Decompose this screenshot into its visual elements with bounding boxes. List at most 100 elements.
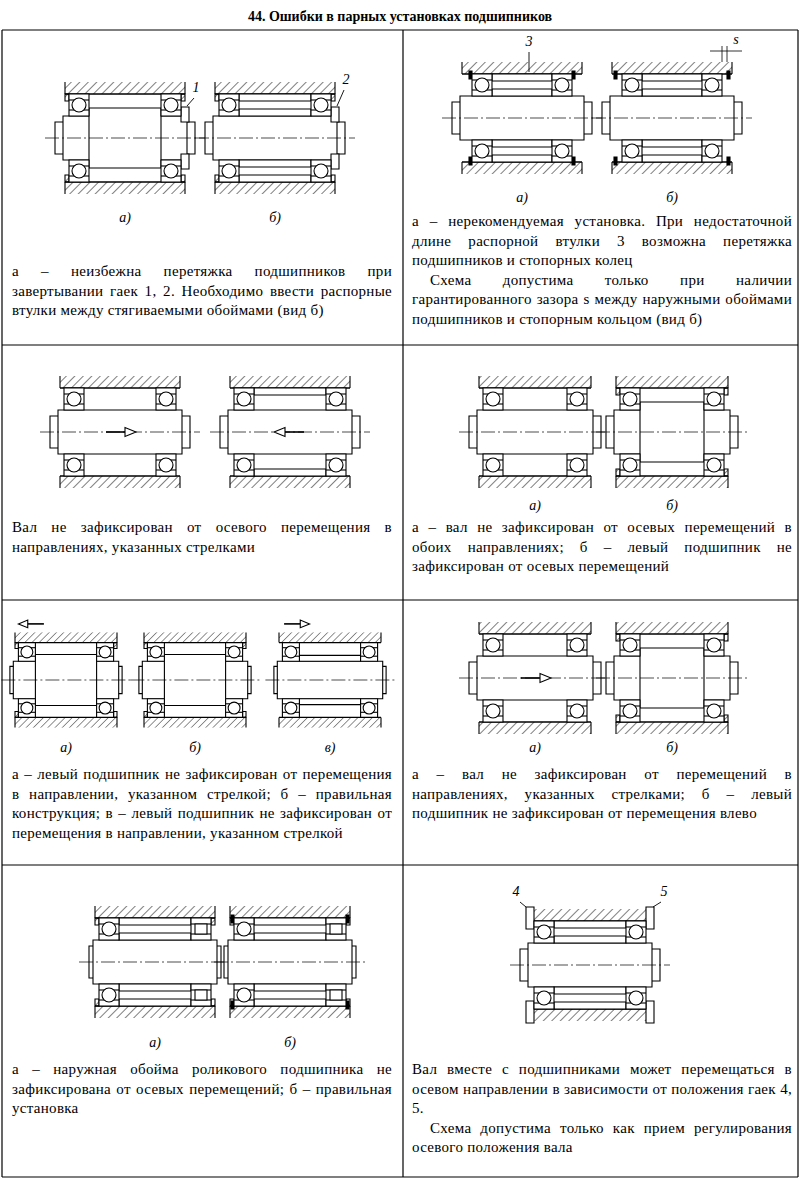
bearing-ring: [534, 921, 554, 943]
ball: [629, 991, 643, 1005]
bearing-ring: [147, 699, 164, 718]
callout-label: б): [187, 740, 203, 756]
inner-spacer-sleeve: [642, 140, 702, 147]
label-wrap: б): [282, 1035, 298, 1051]
ball: [237, 922, 251, 936]
housing-hatch: [65, 82, 185, 94]
arrow-head: [125, 428, 136, 437]
housing-hatch: [95, 1006, 215, 1018]
housing-hatch: [230, 906, 350, 918]
housing-end: [727, 376, 728, 388]
bearing-ring: [622, 74, 642, 96]
outer-spacer-sleeve: [642, 74, 702, 81]
ball: [102, 988, 116, 1002]
label-wrap: а – неизбежна перетяжка подшипников при …: [12, 262, 392, 321]
callout-label: в): [323, 740, 338, 756]
housing-hatch: [462, 162, 582, 174]
housing-end: [590, 476, 591, 488]
inner-spacer-sleeve: [642, 89, 702, 96]
label-wrap: 3: [524, 34, 535, 50]
housing-end: [278, 632, 279, 642]
centerline: [130, 680, 259, 681]
bearing-ring: [226, 699, 243, 718]
ball: [67, 458, 81, 472]
ball: [555, 78, 569, 92]
bearing-ring: [219, 94, 239, 116]
inner-spacer-sleeve: [492, 89, 552, 96]
ball: [159, 392, 173, 406]
outer-spacer-sleeve: [554, 1002, 626, 1009]
ball: [486, 392, 500, 406]
housing-nut: [646, 1001, 654, 1023]
housing-hatch: [60, 476, 180, 488]
housing-hatch: [60, 376, 180, 388]
arrow-shaft: [521, 677, 541, 679]
label-wrap: а – левый подшипник не зафиксирован от п…: [12, 765, 392, 843]
housing-hatch: [479, 476, 591, 488]
housing-hatch: [215, 182, 335, 194]
leader-line: [520, 902, 526, 907]
housing-hatch: [15, 632, 117, 642]
housing-hatch: [612, 62, 732, 74]
centerline: [596, 432, 748, 433]
table-rule: [2, 1176, 798, 1177]
housing-hatch: [230, 1006, 350, 1018]
housing-hatch: [95, 906, 215, 918]
housing-hatch: [462, 62, 582, 74]
dimension-extension: [722, 46, 723, 62]
housing-end: [143, 632, 144, 642]
caption-text: а – нерекомендуемая установка. При недос…: [412, 212, 792, 271]
label-wrap: Схема допустима только при наличии гаран…: [412, 271, 792, 330]
housing-end: [229, 376, 230, 388]
ball: [363, 702, 375, 714]
housing-end: [615, 476, 616, 488]
housing-end: [380, 632, 381, 642]
callout-label: а): [147, 1035, 163, 1051]
housing-shoulder: [181, 175, 185, 182]
retaining-ring: [614, 157, 617, 165]
ball: [475, 78, 489, 92]
table-rule: [1, 30, 2, 1177]
bearing-ring: [361, 699, 378, 718]
inner-spacer-sleeve: [554, 936, 626, 943]
label-wrap: б): [187, 740, 203, 756]
label-wrap: б): [664, 740, 680, 756]
housing-nut: [526, 1001, 534, 1023]
housing-end: [245, 717, 246, 727]
ball: [537, 925, 551, 939]
bearing-assembly: [596, 622, 748, 734]
ball: [623, 638, 637, 652]
arrow-shaft: [106, 431, 126, 433]
ball: [222, 98, 236, 112]
housing-end: [731, 62, 732, 74]
label-wrap: Вал вместе с подшипниками может перемеща…: [412, 1060, 792, 1119]
table-rule: [2, 344, 798, 345]
inner-spacer-sleeve: [299, 655, 360, 661]
label-wrap: б): [664, 190, 680, 206]
bearing-ring: [69, 94, 89, 116]
ball: [625, 144, 639, 158]
caption-text: а – вал не зафиксирован от осевых переме…: [412, 518, 792, 577]
bearing-ring: [161, 160, 181, 182]
ball: [285, 702, 297, 714]
outer-spacer-sleeve: [239, 94, 311, 101]
bearing-assembly: [592, 62, 752, 174]
caption-text: Вал не зафиксирован от осевого перемещен…: [12, 518, 392, 557]
housing-shoulder: [724, 715, 728, 722]
ball: [705, 144, 719, 158]
bearing-ring: [704, 700, 724, 722]
label-wrap: а): [527, 498, 543, 514]
shaft-collar: [164, 655, 225, 706]
centerline: [442, 118, 602, 119]
bearing-ring: [483, 454, 503, 476]
housing-end: [615, 722, 616, 734]
bearing-ring: [552, 140, 572, 162]
caption-text: Схема допустима только как прием регулир…: [412, 1119, 792, 1158]
arrow-head: [18, 620, 27, 628]
bearing-ring: [64, 388, 84, 410]
housing-end: [116, 632, 117, 642]
housing-hatch: [530, 1009, 650, 1021]
ball: [72, 98, 86, 112]
callout-label: б): [664, 190, 680, 206]
